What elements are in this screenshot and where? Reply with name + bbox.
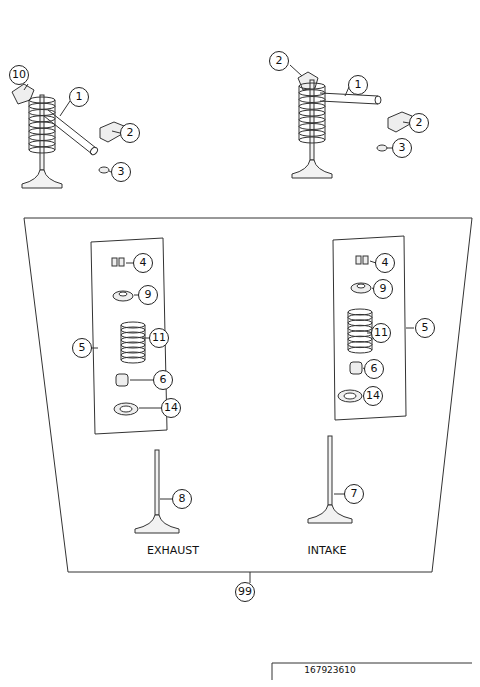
callout-number: 8 (172, 489, 192, 509)
callout-number: 3 (111, 162, 131, 182)
valve-head (135, 515, 179, 533)
callout-number: 11 (371, 323, 391, 343)
part-number-frame (272, 663, 472, 680)
kit-band (333, 236, 406, 420)
callout-number: 14 (363, 386, 383, 406)
shim-pad (99, 167, 109, 173)
leader-line (91, 348, 98, 349)
callout-number: 6 (153, 370, 173, 390)
callout-number: 7 (344, 484, 364, 504)
callout-number: 3 (392, 138, 412, 158)
valve-stem (310, 80, 314, 160)
leader-line (24, 84, 28, 90)
valve-spring (299, 83, 325, 143)
leader-line (130, 380, 154, 381)
callout-number: 4 (133, 253, 153, 273)
leader-line (290, 65, 302, 76)
kit-outline (24, 218, 472, 572)
leader-line (60, 101, 70, 116)
callout-number: 2 (120, 123, 140, 143)
valve-head (22, 170, 62, 188)
band-parts (112, 256, 371, 415)
valve (22, 95, 62, 188)
valve-head (292, 160, 332, 178)
valve (135, 450, 179, 533)
callout-number: 6 (364, 359, 384, 379)
valve-type-label: INTAKE (306, 544, 347, 557)
callout-number: 1 (69, 87, 89, 107)
callout-number: 5 (72, 338, 92, 358)
callout-number: 2 (409, 113, 429, 133)
valve (292, 80, 332, 178)
callout-number: 11 (149, 328, 169, 348)
valve-stem (40, 95, 44, 170)
part-number: 167923610 (304, 665, 356, 676)
callout-number: 9 (373, 279, 393, 299)
valve-head (308, 505, 352, 523)
callout-number: 2 (269, 51, 289, 71)
rocker-shaft (320, 93, 381, 104)
valve-type-label: EXHAUST (146, 544, 200, 557)
valve-spring (348, 309, 372, 353)
callout-number: 4 (375, 253, 395, 273)
valve-stem (155, 450, 159, 515)
leader-line (139, 408, 162, 409)
valve-stem (328, 436, 332, 505)
leader-line (112, 131, 120, 133)
callout-number: 1 (348, 75, 368, 95)
callout-number: 10 (9, 65, 29, 85)
leader-line (250, 572, 251, 583)
valve-spring (29, 97, 55, 153)
valve-spring (121, 322, 145, 363)
callout-number: 9 (138, 285, 158, 305)
valve (308, 436, 352, 523)
callout-number: 99 (235, 582, 255, 602)
leader-line (406, 328, 414, 329)
shim-pad (377, 145, 387, 151)
callout-number: 14 (161, 398, 181, 418)
callout-number: 5 (415, 318, 435, 338)
